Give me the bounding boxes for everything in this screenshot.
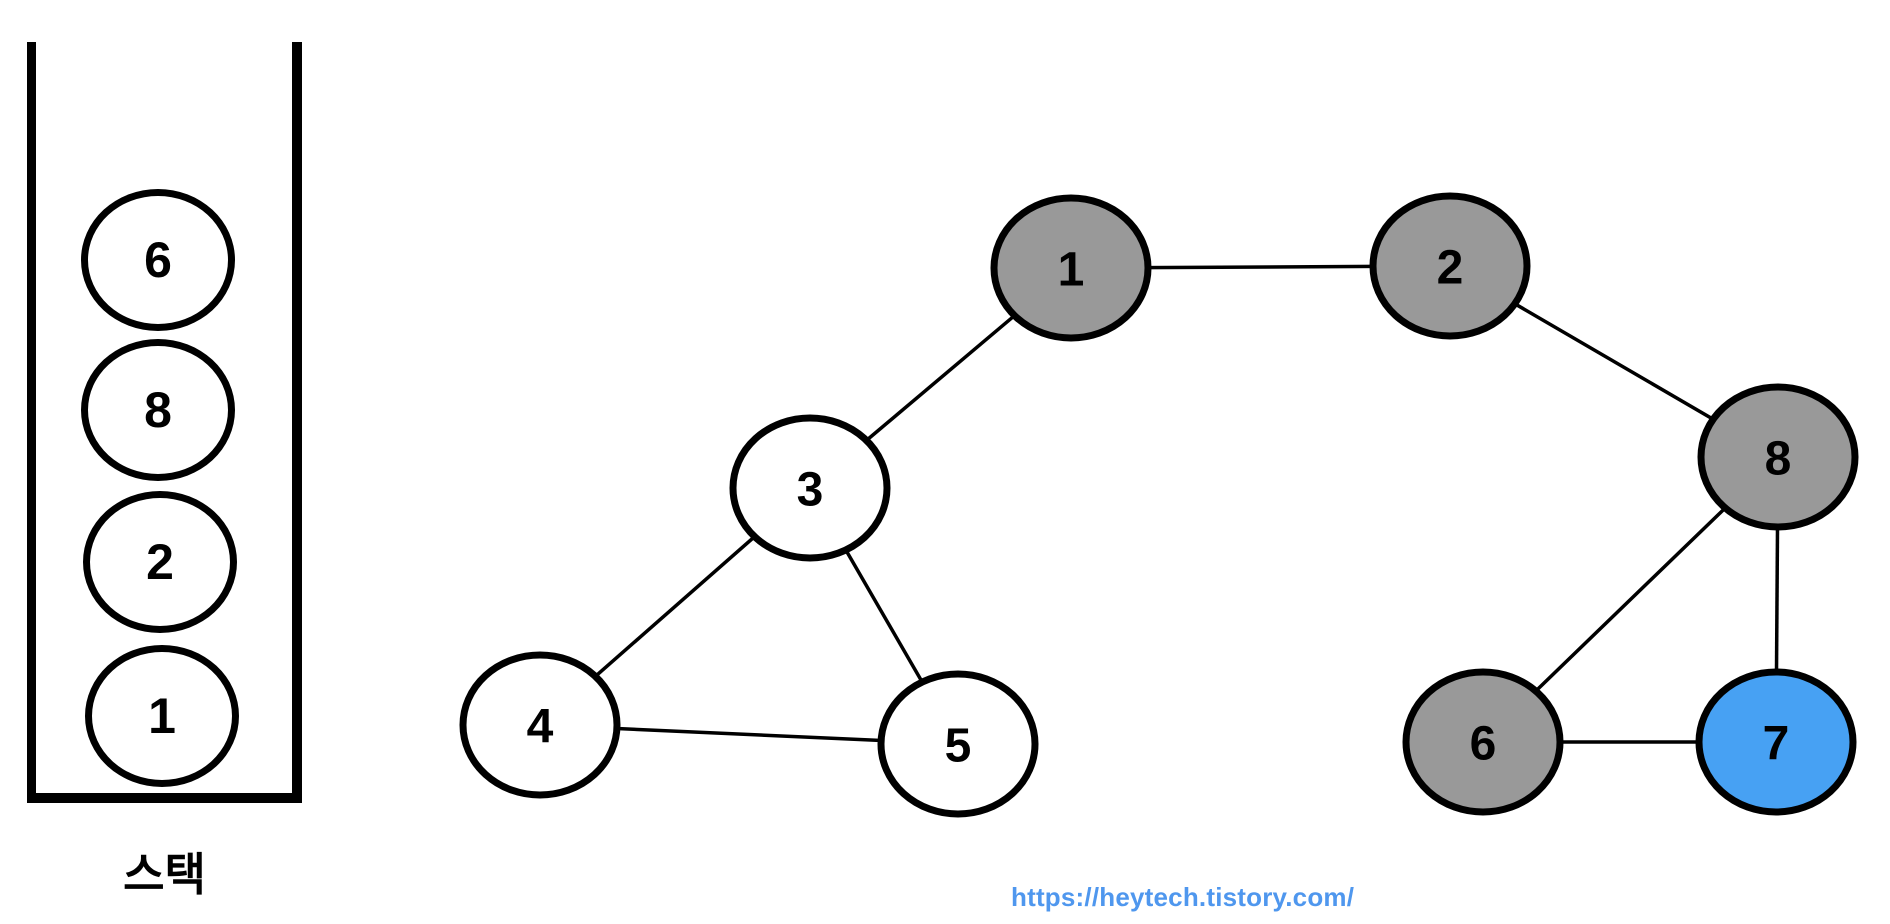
stack-item: 8 (81, 339, 235, 481)
site-url-caption: https://heytech.tistory.com/ (1011, 882, 1355, 912)
node-label: 3 (797, 464, 824, 517)
graph-node-7: 7 (1695, 668, 1857, 816)
node-circle (729, 414, 891, 562)
node-circle (459, 651, 621, 799)
node-circle (1697, 383, 1859, 531)
graph-node-1: 1 (990, 194, 1152, 342)
graph-node-2: 2 (1369, 192, 1531, 340)
stack-item-bottom: 1 (85, 645, 239, 787)
node-label: 5 (945, 720, 972, 773)
node-label: 6 (1470, 718, 1497, 771)
node-circle (990, 194, 1152, 342)
node-label: 8 (1765, 433, 1792, 486)
node-circle (1402, 668, 1564, 816)
graph-node-4: 4 (459, 651, 621, 799)
node-circle (1369, 192, 1531, 340)
stack-item-top: 6 (81, 189, 235, 331)
graph-node-6: 6 (1402, 668, 1564, 816)
stack-label: 스택 (123, 849, 206, 900)
node-label: 7 (1763, 718, 1790, 771)
graph-node-3: 3 (729, 414, 891, 562)
node-circle (1695, 668, 1857, 816)
stack-container (27, 42, 302, 803)
graph-node-8: 8 (1697, 383, 1859, 531)
stack-item: 2 (83, 491, 237, 633)
node-label: 1 (1058, 244, 1085, 297)
graph-node-5: 5 (877, 670, 1039, 818)
node-circle (877, 670, 1039, 818)
node-label: 4 (527, 701, 554, 754)
node-label: 2 (1437, 242, 1464, 295)
